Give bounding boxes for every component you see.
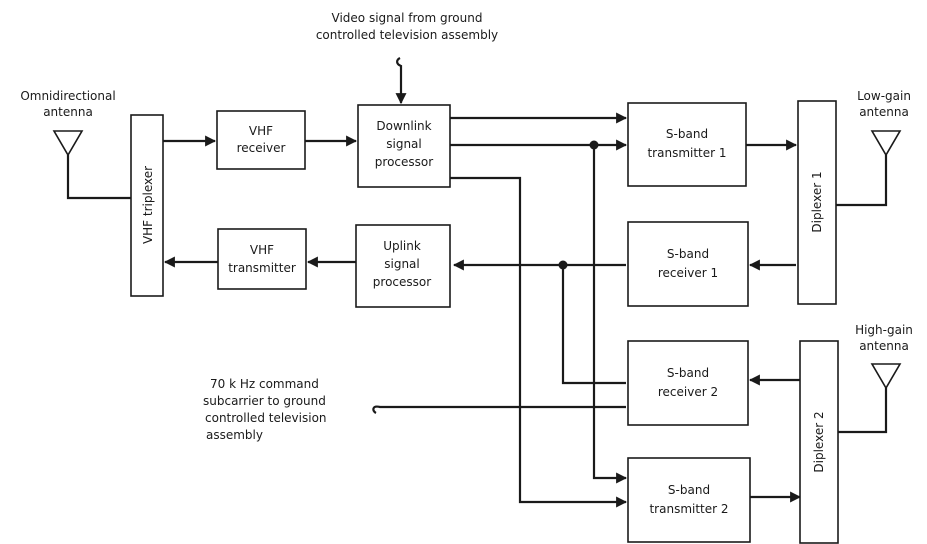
- sband-receiver-1-box: [627, 221, 749, 307]
- vhf-transmitter-box: [217, 228, 307, 290]
- junction-dot-uplink: [558, 260, 568, 270]
- sband-receiver-2-box: [627, 340, 749, 426]
- wire-downlink-to-sband-tx2: [450, 176, 628, 508]
- video-signal-label-2: controlled television assembly: [316, 28, 498, 42]
- uplink-processor-label-3: processor: [373, 275, 431, 289]
- junction-dot-downlink: [589, 140, 599, 150]
- uplink-processor-label: Uplink: [383, 239, 421, 253]
- omni-antenna-icon: [52, 130, 84, 157]
- command-subcarrier-label-4: assembly: [206, 428, 263, 442]
- wire-sband-rx2-to-uplink-junction: [561, 265, 626, 385]
- vhf-receiver-box: [216, 110, 306, 170]
- video-signal-label: Video signal from ground: [332, 11, 483, 25]
- high-gain-antenna-label: High-gain: [855, 323, 913, 337]
- low-gain-antenna-label-2: antenna: [859, 105, 909, 119]
- sband-transmitter-1-box: [627, 102, 747, 187]
- sband-receiver-2-label: S-band: [667, 366, 709, 380]
- omni-antenna-label: Omnidirectional: [20, 89, 115, 103]
- low-gain-antenna-label: Low-gain: [857, 89, 911, 103]
- downlink-processor-label: Downlink: [376, 119, 431, 133]
- sband-receiver-1-label: S-band: [667, 247, 709, 261]
- video-signal-input-wire: [395, 57, 407, 105]
- diplexer-2-label: Diplexer 2: [812, 411, 826, 472]
- command-subcarrier-output-wire: [372, 405, 626, 414]
- uplink-processor-label-2: signal: [384, 257, 420, 271]
- high-gain-antenna-icon: [870, 363, 902, 390]
- downlink-processor-label-3: processor: [375, 155, 433, 169]
- command-subcarrier-label-3: controlled television: [205, 411, 327, 425]
- diplexer-1-label: Diplexer 1: [810, 171, 824, 232]
- vhf-triplexer-label: VHF triplexer: [141, 166, 155, 244]
- downlink-processor-box: [357, 104, 451, 188]
- sband-receiver-2-label-2: receiver 2: [658, 385, 718, 399]
- sband-transmitter-1-label-2: transmitter 1: [647, 146, 726, 160]
- sband-transmitter-1-label: S-band: [666, 127, 708, 141]
- wire-branch-to-sband-tx2-upper: [592, 145, 628, 484]
- downlink-processor-label-2: signal: [386, 137, 422, 151]
- low-gain-antenna-icon: [870, 130, 902, 157]
- high-gain-antenna-feed: [838, 388, 888, 434]
- vhf-transmitter-label-2: transmitter: [228, 261, 296, 275]
- uplink-processor-box: [355, 224, 451, 308]
- low-gain-antenna-feed: [836, 155, 888, 207]
- sband-transmitter-2-label-2: transmitter 2: [649, 502, 728, 516]
- diplexer-2-box: [799, 340, 839, 544]
- sband-receiver-1-label-2: receiver 1: [658, 266, 718, 280]
- omni-antenna-feed: [66, 155, 131, 200]
- command-subcarrier-label: 70 k Hz command: [210, 377, 319, 391]
- sband-transmitter-2-label: S-band: [668, 483, 710, 497]
- command-subcarrier-label-2: subcarrier to ground: [203, 394, 326, 408]
- vhf-receiver-label-2: receiver: [237, 141, 286, 155]
- vhf-triplexer-box: [130, 114, 164, 297]
- vhf-receiver-label: VHF: [249, 124, 273, 138]
- diplexer-1-box: [797, 100, 837, 305]
- sband-transmitter-2-box: [627, 457, 751, 543]
- high-gain-antenna-label-2: antenna: [859, 339, 909, 353]
- omni-antenna-label-2: antenna: [43, 105, 93, 119]
- vhf-transmitter-label: VHF: [250, 243, 274, 257]
